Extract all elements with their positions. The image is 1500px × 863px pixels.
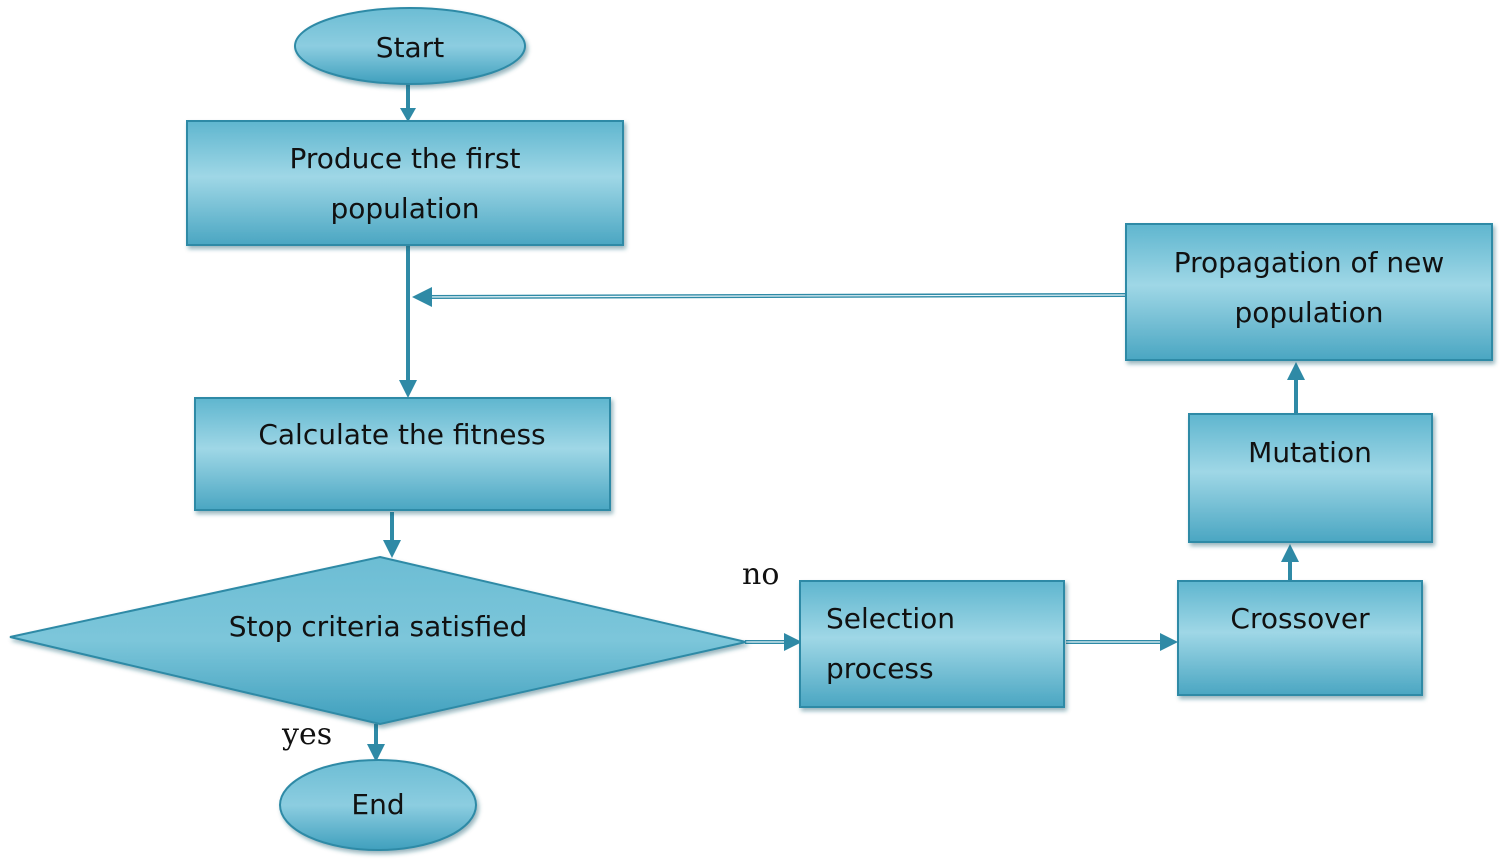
fitness-label: Calculate the fitness (258, 418, 545, 451)
edges (367, 84, 1305, 762)
edge-label-no: no (742, 557, 779, 592)
end-label: End (351, 788, 404, 821)
start-label: Start (376, 31, 444, 64)
selection-node: Selection process (799, 580, 1065, 708)
crossover-node: Crossover (1177, 580, 1423, 696)
first-population-label-line2: population (331, 192, 480, 225)
mutation-node: Mutation (1188, 413, 1433, 543)
arrowhead-icon (367, 744, 385, 762)
start-node: Start (294, 7, 526, 85)
propagation-label-line1: Propagation of new (1174, 246, 1445, 279)
arrowhead-icon (1287, 362, 1305, 380)
edge-label-yes: yes (281, 717, 332, 752)
end-node: End (279, 759, 477, 851)
arrowhead-icon (383, 540, 401, 558)
arrowhead-icon (1160, 633, 1178, 651)
fitness-node: Calculate the fitness (194, 397, 611, 511)
propagation-label-line2: population (1235, 296, 1384, 329)
crossover-label: Crossover (1230, 602, 1370, 635)
propagation-node: Propagation of new population (1125, 223, 1493, 361)
mutation-label: Mutation (1248, 436, 1372, 469)
selection-label-line1: Selection (826, 602, 955, 635)
arrowhead-icon (399, 380, 417, 398)
arrowhead-icon (1281, 544, 1299, 562)
stop-criteria-node: Stop criteria satisfied (9, 555, 747, 726)
stop-criteria-label: Stop criteria satisfied (229, 610, 528, 643)
arrowhead-icon (784, 633, 802, 651)
first-population-label-line1: Produce the first (289, 142, 520, 175)
first-population-node: Produce the first population (186, 120, 624, 246)
arrowhead-icon (412, 287, 432, 307)
selection-label-line2: process (826, 652, 934, 685)
arrowhead-icon (400, 108, 416, 122)
